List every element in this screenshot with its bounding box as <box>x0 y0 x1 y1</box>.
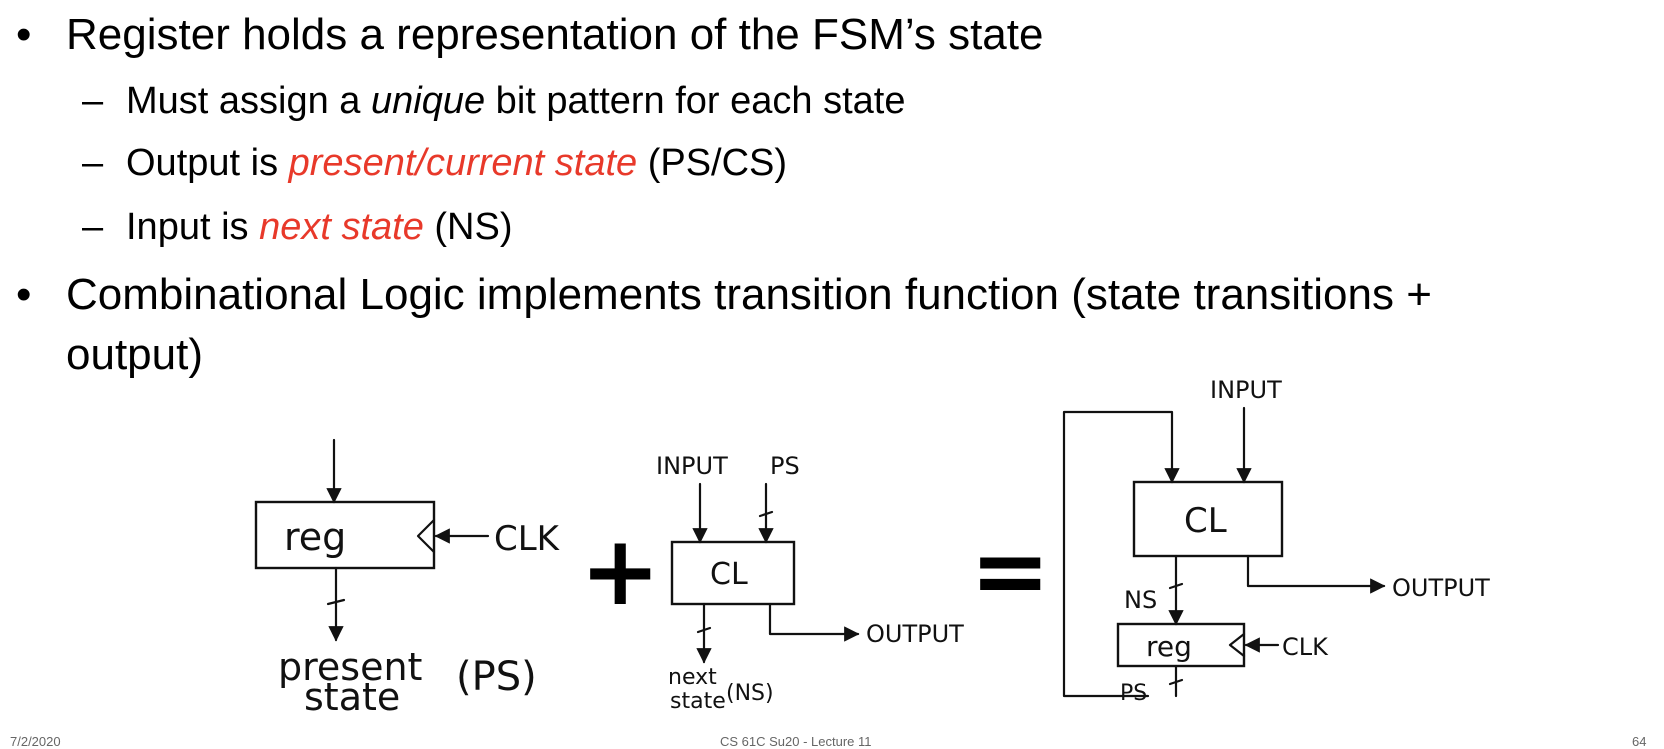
full-reg-label: reg <box>1146 630 1192 663</box>
reg-label: reg <box>284 515 346 559</box>
full-clk-label: CLK <box>1282 633 1329 661</box>
subbullet-unique-post: bit pattern for each state <box>485 80 906 122</box>
ps-paren-label: (PS) <box>456 654 537 700</box>
subbullet-unique: –Must assign a unique bit pattern for ea… <box>82 78 905 124</box>
ns-paren-label: (NS) <box>726 681 774 706</box>
bus-slash <box>1168 582 1184 590</box>
bullet-register-text: Register holds a representation of the F… <box>66 10 1044 59</box>
register-panel: reg CLK present state (PS) <box>254 438 561 719</box>
clk-label: CLK <box>494 519 561 559</box>
clock-triangle-icon <box>416 518 436 554</box>
cl-label: CL <box>710 557 748 592</box>
full-cl-box <box>1132 480 1284 558</box>
full-ps-label: PS <box>1120 681 1147 706</box>
cl-ps-label: PS <box>770 452 800 480</box>
bus-slash <box>696 626 712 634</box>
bus-slash <box>758 510 774 518</box>
bus-slash <box>326 598 346 606</box>
full-input-label: INPUT <box>1210 376 1282 404</box>
bullet-combinational-cont: output) <box>66 328 203 382</box>
cl-panel: INPUT PS CL OUTPUT next state (NS) <box>656 452 964 714</box>
plus-sign: + <box>580 515 660 627</box>
full-clock-triangle-icon <box>1228 632 1246 658</box>
cl-output-arrow <box>768 602 860 642</box>
bullet-marker: • <box>16 10 32 59</box>
full-reg-box <box>1116 622 1246 668</box>
state-label: state <box>304 675 400 719</box>
full-cl-label: CL <box>1184 501 1227 541</box>
cl-box <box>670 540 796 606</box>
bullet-combinational-line1: Combinational Logic implements transitio… <box>66 270 1432 319</box>
subbullet-output-post: (PS/CS) <box>637 142 788 184</box>
feedback-loop-arrow <box>1062 410 1180 698</box>
bus-slash <box>1168 678 1184 686</box>
subbullet-unique-em: unique <box>371 80 486 122</box>
subbullet-output-pre: Output is <box>126 142 289 184</box>
dash-marker: – <box>82 80 104 122</box>
subbullet-input-pre: Input is <box>126 206 260 248</box>
reg-box <box>254 500 436 570</box>
subbullet-output: –Output is present/current state (PS/CS) <box>82 140 787 186</box>
full-output-label: OUTPUT <box>1392 574 1490 602</box>
cl-input-label: INPUT <box>656 452 728 480</box>
subbullet-input: –Input is next state (NS) <box>82 204 513 250</box>
bullet-marker: • <box>16 270 32 319</box>
bullet-register: • Register holds a representation of the… <box>16 8 1044 62</box>
subbullet-unique-pre: Must assign a <box>126 80 371 122</box>
bullet-combinational: • Combinational Logic implements transit… <box>16 268 1432 322</box>
dash-marker: – <box>82 142 104 184</box>
dash-marker: – <box>82 206 104 248</box>
cl-output-label: OUTPUT <box>866 620 964 648</box>
subbullet-input-em: next state <box>259 206 424 248</box>
present-label: present <box>278 645 422 689</box>
full-output-arrow <box>1246 554 1386 594</box>
full-ns-label: NS <box>1124 586 1157 614</box>
subbullet-output-em: present/current state <box>288 142 638 184</box>
equals-sign: = <box>970 515 1050 627</box>
next-state-label: state <box>670 689 726 714</box>
fsm-panel: INPUT CL OUTPUT NS reg CLK PS <box>1062 376 1490 706</box>
subbullet-input-post: (NS) <box>423 206 513 248</box>
next-label: next <box>668 665 717 690</box>
bullet-combinational-line2: output) <box>66 330 203 379</box>
